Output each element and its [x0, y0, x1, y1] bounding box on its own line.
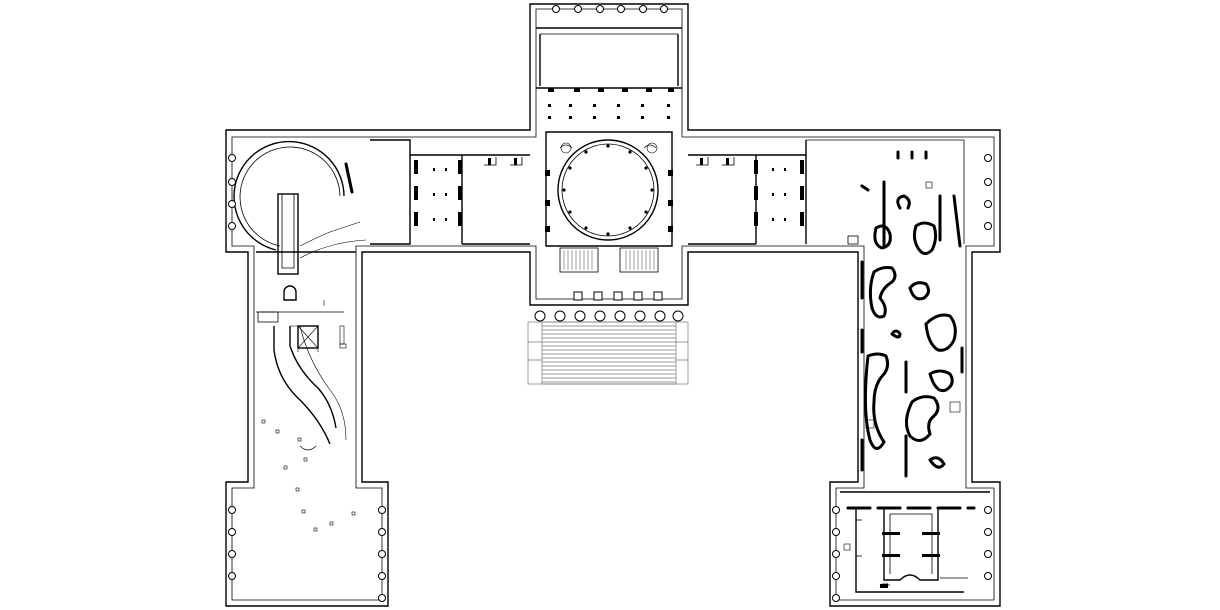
east-organic-gallery — [860, 150, 964, 478]
inner-stairs — [559, 247, 659, 273]
central-rotunda — [545, 131, 673, 247]
west-sculpture-points — [261, 419, 356, 532]
portico-columns — [552, 5, 668, 13]
west-circular-room — [233, 140, 367, 275]
southeast-annex — [840, 491, 990, 593]
building-outline — [225, 3, 1001, 607]
rotunda-side-piers — [545, 170, 673, 232]
west-wing — [370, 139, 530, 245]
south-entry-columns — [534, 291, 684, 322]
hall-columns — [548, 104, 670, 119]
rotunda-columns — [562, 144, 654, 236]
east-wing — [688, 139, 965, 245]
portico-piers — [548, 88, 674, 92]
west-arm — [256, 251, 356, 532]
north-portico — [536, 5, 682, 119]
perimeter-columns — [228, 154, 992, 602]
entrance-staircase — [527, 321, 689, 385]
